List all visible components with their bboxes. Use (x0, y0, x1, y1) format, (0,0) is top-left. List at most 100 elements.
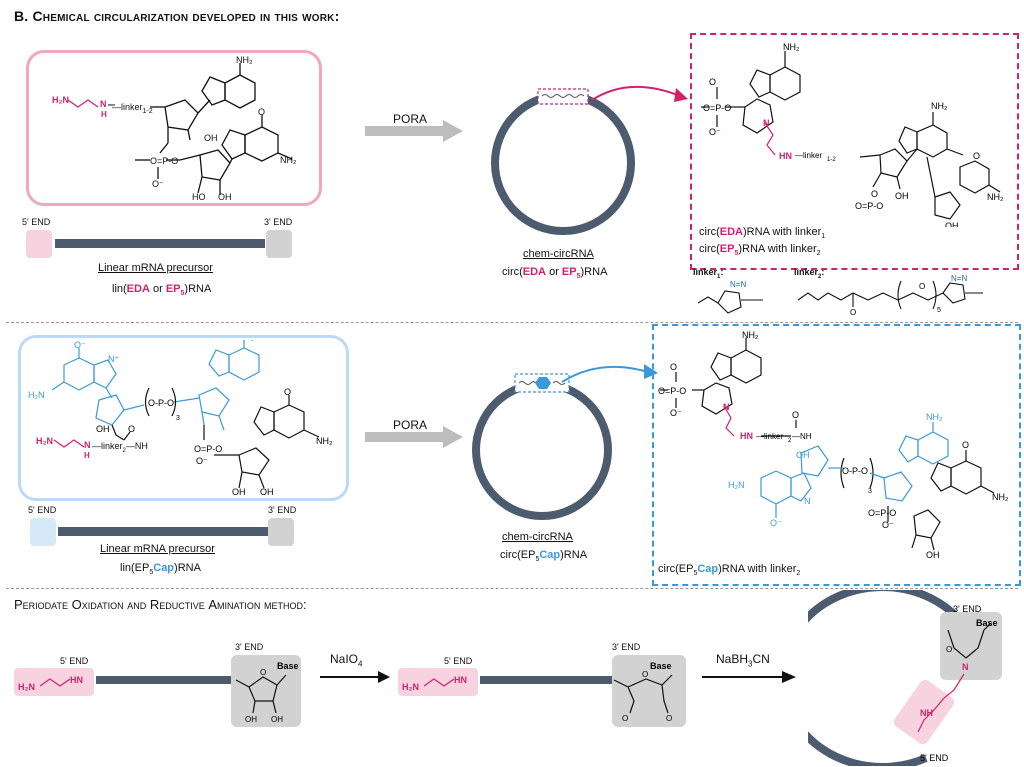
svg-text:O: O (946, 645, 952, 654)
svg-text:H₂N: H₂N (36, 436, 53, 446)
chem-circrna-circle-top (491, 88, 635, 235)
pora-method-title: Periodate Oxidation and Reductive Aminat… (14, 597, 307, 612)
ribose-structure-b1: Base O OH OH (235, 661, 299, 724)
svg-text:HN: HN (779, 151, 792, 161)
lin-rna-label-mid: lin(EP5Cap)RNA (120, 562, 201, 577)
svg-text:OH: OH (895, 191, 909, 201)
chem-circrna-circle-mid (472, 373, 612, 520)
three-end-cap-grey (266, 230, 292, 258)
linear-rna-strand-b1 (96, 676, 236, 684)
linker1-name: linker1: (693, 267, 724, 280)
svg-text:N⁺: N⁺ (108, 354, 119, 364)
svg-text:HO: HO (192, 192, 206, 200)
svg-text:O: O (919, 282, 925, 291)
svg-text:NH₂: NH₂ (742, 330, 759, 340)
eda-product-box (690, 33, 1019, 270)
three-end-label-b2: 3' END (612, 642, 641, 652)
legend-line1: circ(EDA)RNA with linker1 (699, 226, 826, 241)
magnify-arrow-mid (561, 364, 658, 383)
linear-rna-strand-mid (58, 527, 268, 536)
dialdehyde-structure-b2: Base O O O (613, 661, 673, 723)
chem-circrna-title-top: chem-circRNA (523, 248, 594, 260)
linear-precursor-title-mid: Linear mRNA precursor (100, 543, 215, 555)
svg-text:NH₂: NH₂ (926, 412, 943, 422)
svg-text:HN: HN (740, 431, 753, 441)
svg-text:NH₂: NH₂ (236, 55, 253, 65)
svg-text:2: 2 (788, 438, 792, 444)
svg-text:O⁻: O⁻ (882, 520, 894, 530)
svg-text:O⁻: O⁻ (74, 340, 86, 350)
svg-text:OH: OH (945, 221, 959, 227)
svg-text:H: H (84, 451, 90, 460)
svg-text:O: O (850, 308, 856, 317)
svg-text:N=N: N=N (730, 280, 746, 289)
svg-text:3: 3 (868, 488, 872, 495)
svg-text:O: O (642, 670, 648, 679)
five-end-label-b1: 5' END (60, 656, 89, 666)
ribose-box-b1 (231, 655, 301, 727)
three-end-label-b3: 3' END (953, 604, 982, 614)
svg-text:O: O (670, 362, 677, 372)
svg-text:NH₂: NH₂ (280, 155, 297, 165)
five-end-label-top: 5' END (22, 217, 51, 227)
svg-text:5: 5 (937, 307, 941, 314)
svg-text:O: O (258, 107, 265, 117)
section-title: B. Chemical circularization developed in… (14, 8, 340, 24)
legend-line2: circ(EP5)RNA with linker2 (699, 243, 821, 258)
reagent-naio4: NaIO4 (330, 652, 363, 669)
svg-text:O: O (709, 77, 716, 87)
svg-text:O: O (973, 151, 980, 161)
svg-text:H₂N: H₂N (402, 682, 419, 692)
svg-text:OH: OH (218, 192, 232, 200)
reaction-arrow-1 (320, 671, 390, 683)
svg-text:O: O (962, 440, 969, 450)
circ-rna-label-mid: circ(EP5Cap)RNA (500, 549, 588, 564)
amine-structure-b1: H₂N HN (18, 675, 83, 692)
svg-text:N: N (100, 99, 107, 109)
svg-text:NH₂: NH₂ (992, 492, 1009, 502)
svg-text:OH: OH (245, 715, 257, 724)
dialdehyde-box-b2 (612, 655, 686, 727)
svg-text:H₂N: H₂N (18, 682, 35, 692)
linker2-label: —linker2—NH (92, 441, 148, 454)
eda-chemical-structure: H₂N N H NH₂ OH O=P-O O⁻ OH HO O NH₂ (52, 55, 297, 200)
svg-text:OH: OH (204, 133, 218, 143)
reagent-nabh3cn: NaBH3CN (716, 652, 770, 669)
svg-text:—linker: —linker (795, 151, 822, 160)
svg-text:Base: Base (650, 661, 672, 671)
svg-text:O=P-O: O=P-O (658, 386, 686, 396)
svg-text:N: N (962, 662, 969, 672)
svg-text:N: N (723, 402, 730, 412)
svg-text:OH: OH (232, 487, 246, 495)
five-end-cap-blue (30, 518, 56, 546)
eda-structure-box (26, 50, 322, 206)
cap-chemical-structure: O⁻ H₂N N⁺ OH O O-P-O 3 NH₂ O=P-O O⁻ O NH… (28, 340, 333, 495)
svg-text:O: O (622, 714, 628, 723)
reaction-arrow-2 (702, 671, 796, 683)
svg-text:O=P-O: O=P-O (868, 508, 896, 518)
amine-structure-b2: H₂N HN (402, 675, 467, 692)
three-end-cap-grey-mid (268, 518, 294, 546)
svg-text:H: H (101, 110, 107, 119)
svg-text:H₂N: H₂N (28, 390, 45, 400)
pora-label-top: PORA (393, 112, 428, 126)
three-end-label-mid: 3' END (268, 505, 297, 515)
svg-text:O: O (792, 410, 799, 420)
svg-text:H₂N: H₂N (52, 95, 69, 105)
svg-text:N=N: N=N (951, 275, 967, 283)
five-end-label-mid: 5' END (28, 505, 57, 515)
svg-text:O: O (260, 668, 266, 677)
svg-text:OH: OH (260, 487, 274, 495)
magnify-arrow-top (591, 86, 688, 102)
circularized-rna-product: Base O N NH 3' END 5' END (808, 590, 1002, 766)
linker2-name: linker2: (794, 267, 825, 280)
five-end-cap-pink (26, 230, 52, 258)
svg-text:NH₂: NH₂ (931, 101, 948, 111)
svg-text:O: O (128, 424, 135, 434)
divider-1 (6, 322, 1018, 323)
svg-text:Base: Base (277, 661, 299, 671)
five-end-label-b3: 5' END (920, 753, 949, 763)
svg-text:O⁻: O⁻ (670, 408, 682, 418)
